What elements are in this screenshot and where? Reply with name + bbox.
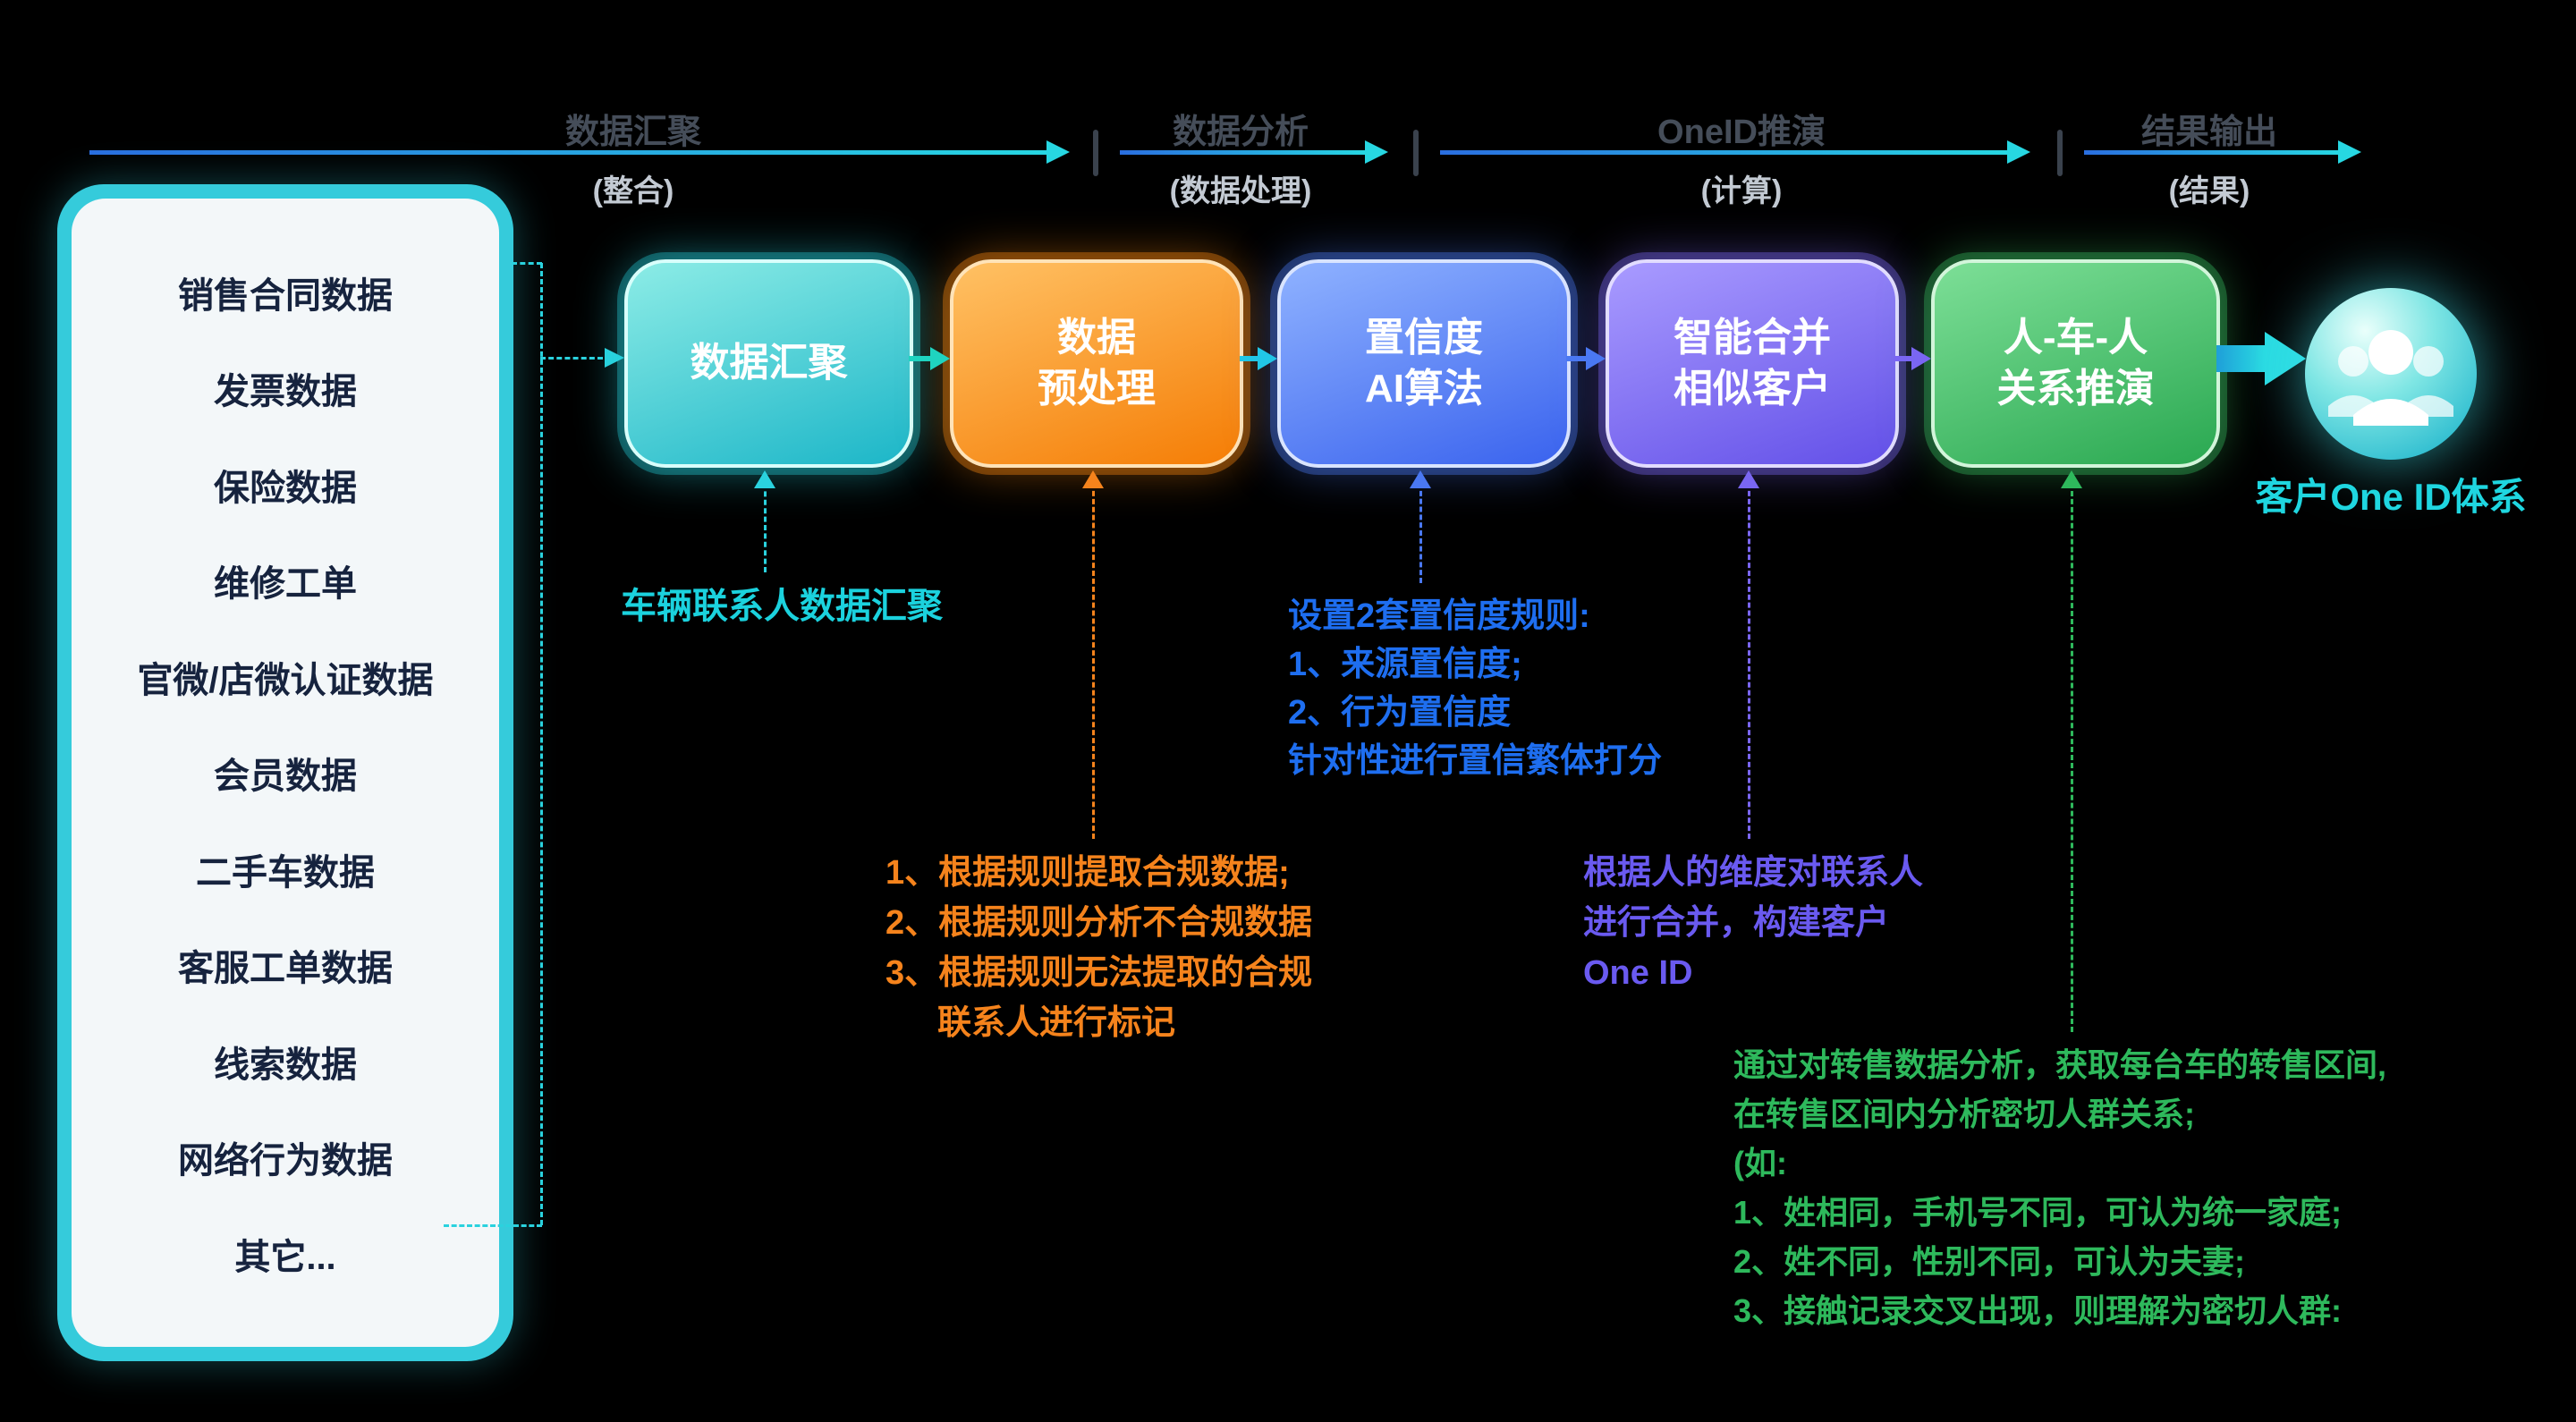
dashed-line-confidence	[1419, 483, 1422, 583]
annotation-line: 车辆联系人数据汇聚	[621, 587, 943, 626]
step-smart-merge: 智能合并 相似客户	[1606, 259, 1899, 468]
data-sources-panel: 销售合同数据 发票数据 保险数据 维修工单 官微/店微认证数据 会员数据 二手车…	[57, 184, 513, 1361]
annotation-line: 1、来源置信度;	[1288, 646, 1522, 683]
people-group-icon	[2305, 288, 2477, 460]
annotation-line: (如:	[1733, 1145, 1787, 1181]
phase-divider-3	[2057, 130, 2063, 176]
step-label: 数据汇聚	[690, 341, 848, 385]
phase-subtitle-output: (结果)	[2168, 174, 2250, 208]
phase-title-aggregation: 数据汇聚	[564, 114, 702, 151]
source-item-service-ticket: 客服工单数据	[178, 949, 393, 988]
customer-oneid-icon	[2292, 275, 2489, 472]
phase-arrow-1	[89, 140, 1070, 164]
annotation-line: 根据人的维度对联系人	[1583, 854, 1924, 892]
phase-title-analysis: 数据分析	[1172, 114, 1309, 151]
annotation-line: One ID	[1583, 954, 1693, 992]
step-relation-inference: 人-车-人 关系推演	[1931, 259, 2220, 468]
source-item-others: 其它...	[234, 1237, 336, 1277]
source-item-insurance: 保险数据	[214, 468, 357, 508]
phase-subtitle-aggregation: (整合)	[592, 174, 674, 208]
phase-title-oneid: OneID推演	[1657, 114, 1826, 151]
phase-divider-1	[1093, 130, 1098, 176]
flow-arrow-2	[1240, 347, 1277, 370]
step-label: AI算法	[1365, 366, 1483, 411]
annotation-merge: 根据人的维度对联系人 进行合并，构建客户 One ID	[1583, 848, 1923, 998]
dashed-connector-to-step1	[540, 357, 603, 360]
annotation-line: 1、姓相同，手机号不同，可认为统一家庭;	[1733, 1194, 2343, 1231]
step-label: 数据	[1057, 316, 1136, 360]
step-label: 相似客户	[1674, 366, 1831, 411]
dashed-connector-bottom-stub	[444, 1224, 542, 1227]
step-label: 置信度	[1365, 316, 1483, 360]
step-label: 预处理	[1038, 366, 1156, 411]
annotation-line: 2、姓不同，性别不同，可认为夫妻;	[1733, 1243, 2246, 1280]
phase-arrow-3	[1440, 140, 2030, 164]
annotation-line: 3、根据规则无法提取的合规	[886, 954, 1313, 992]
annotation-line: 3、接触记录交叉出现，则理解为密切人群:	[1733, 1292, 2343, 1329]
annotation-confidence: 设置2套置信度规则: 1、来源置信度; 2、行为置信度 针对性进行置信繁体打分	[1288, 592, 1662, 785]
data-sources-list: 销售合同数据 发票数据 保险数据 维修工单 官微/店微认证数据 会员数据 二手车…	[72, 199, 499, 1347]
phase-arrow-2	[1120, 140, 1388, 164]
flow-arrow-1	[909, 347, 950, 370]
annotation-relation: 通过对转售数据分析，获取每台车的转售区间, 在转售区间内分析密切人群关系; (如…	[1733, 1040, 2386, 1335]
annotation-line: 在转售区间内分析密切人群关系;	[1733, 1096, 2195, 1132]
dashed-arrowhead-merge	[1738, 470, 1759, 488]
source-item-wechat-auth: 官微/店微认证数据	[137, 660, 434, 700]
step-label: 智能合并	[1674, 316, 1831, 360]
flow-arrow-final	[2216, 332, 2306, 385]
annotation-line: 设置2套置信度规则:	[1288, 597, 1590, 635]
source-item-repair-order: 维修工单	[214, 564, 357, 604]
flow-arrow-4	[1894, 347, 1931, 370]
source-item-sales-contract: 销售合同数据	[178, 275, 393, 316]
phase-arrow-4	[2084, 140, 2361, 164]
flow-arrow-3	[1566, 347, 1606, 370]
annotation-aggregation: 车辆联系人数据汇聚	[621, 577, 943, 629]
annotation-line: 2、根据规则分析不合规数据	[886, 904, 1313, 942]
annotation-line: 针对性进行置信繁体打分	[1288, 742, 1663, 780]
dashed-arrowhead-relation	[2061, 470, 2082, 488]
step-label: 人-车-人	[2003, 316, 2148, 360]
dashed-arrowhead-preprocess	[1082, 470, 1104, 488]
phase-subtitle-oneid: (计算)	[1700, 174, 1783, 208]
step-data-aggregation: 数据汇聚	[624, 259, 913, 468]
dashed-connector-top-stub	[512, 262, 542, 265]
source-item-leads: 线索数据	[214, 1045, 357, 1085]
annotation-line: 1、根据规则提取合规数据;	[886, 854, 1290, 892]
annotation-line: 2、行为置信度	[1288, 694, 1512, 732]
step-confidence-ai: 置信度 AI算法	[1277, 259, 1571, 468]
annotation-line: 联系人进行标记	[937, 1004, 1176, 1042]
annotation-line: 进行合并，构建客户	[1583, 904, 1890, 942]
source-item-web-behavior: 网络行为数据	[178, 1141, 393, 1181]
dashed-arrowhead-confidence	[1410, 470, 1431, 488]
dashed-connector-vertical	[540, 263, 543, 1225]
step-label: 关系推演	[1996, 366, 2155, 411]
annotation-line: 通过对转售数据分析，获取每台车的转售区间,	[1733, 1046, 2387, 1083]
source-item-used-car: 二手车数据	[196, 852, 375, 893]
phase-divider-2	[1413, 130, 1419, 176]
result-label: 客户One ID体系	[2255, 476, 2527, 518]
dashed-line-aggregation	[764, 483, 767, 572]
dashed-line-merge	[1748, 483, 1750, 839]
dashed-arrowhead-to-step1	[605, 348, 624, 368]
step-data-preprocess: 数据 预处理	[950, 259, 1243, 468]
phase-subtitle-analysis: (数据处理)	[1169, 174, 1312, 208]
phase-title-output: 结果输出	[2140, 114, 2278, 151]
dashed-line-preprocess	[1092, 483, 1095, 839]
annotation-preprocess: 1、根据规则提取合规数据; 2、根据规则分析不合规数据 3、根据规则无法提取的合…	[886, 848, 1312, 1048]
dashed-arrowhead-aggregation	[754, 470, 775, 488]
source-item-invoice: 发票数据	[214, 372, 357, 411]
dashed-line-relation	[2071, 483, 2073, 1032]
source-item-member: 会员数据	[214, 757, 357, 796]
